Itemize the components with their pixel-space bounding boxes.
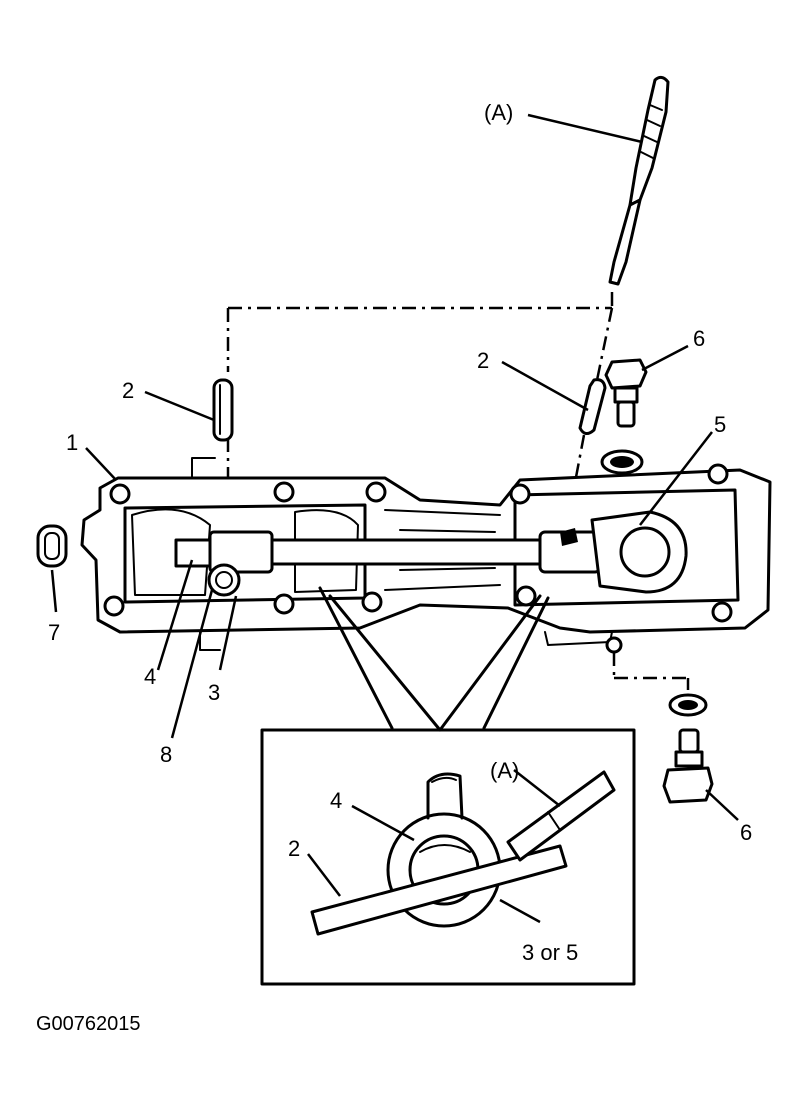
detail-punch bbox=[506, 770, 616, 862]
leader-detail-tool-a bbox=[513, 769, 561, 807]
callout-detail-pin: 2 bbox=[288, 836, 300, 861]
callout-detail-arm: 3 or 5 bbox=[522, 940, 578, 965]
plug-bolt-bottom bbox=[662, 728, 714, 804]
detail-box bbox=[260, 728, 636, 986]
leader-detail-arm bbox=[499, 898, 541, 924]
callout-pivot: 8 bbox=[160, 742, 172, 767]
shift-lever-right bbox=[538, 510, 688, 594]
leader-plug bbox=[50, 569, 58, 613]
callout-pin-left: 2 bbox=[122, 378, 134, 403]
callout-tool-a: (A) bbox=[484, 100, 513, 125]
plug-left bbox=[36, 524, 68, 568]
leader-bolt-bottom bbox=[705, 789, 739, 821]
pin-punch-tool bbox=[608, 75, 670, 286]
leader-yoke-left bbox=[156, 559, 194, 671]
callout-detail-tool-a: (A) bbox=[490, 758, 519, 783]
gasket-top-hole bbox=[610, 456, 634, 468]
leader-pin-left bbox=[144, 390, 215, 422]
leader-detail-pin bbox=[307, 853, 341, 897]
callout-bolt-bottom: 6 bbox=[740, 820, 752, 845]
detail-roll-pin bbox=[310, 844, 568, 936]
callout-bolt-top: 6 bbox=[693, 326, 705, 351]
gasket-top bbox=[600, 449, 644, 475]
leader-tool-a bbox=[527, 113, 643, 144]
callout-detail-yoke: 4 bbox=[330, 788, 342, 813]
leader-bolt-top bbox=[641, 344, 689, 372]
callout-plug: 7 bbox=[48, 620, 60, 645]
callout-arm-left: 3 bbox=[208, 680, 220, 705]
roll-pin-left bbox=[212, 378, 234, 442]
leader-lever-right bbox=[639, 431, 713, 526]
leader-pin-right bbox=[501, 360, 589, 412]
gasket-bottom-hole bbox=[678, 700, 698, 710]
leader-case bbox=[85, 447, 117, 481]
leader-pivot bbox=[170, 589, 214, 739]
callout-pin-right: 2 bbox=[477, 348, 489, 373]
leader-detail-yoke bbox=[351, 804, 415, 842]
plug-bolt-top bbox=[604, 358, 648, 428]
callout-lever-right: 5 bbox=[714, 412, 726, 437]
callout-yoke-left: 4 bbox=[144, 664, 156, 689]
leader-arm-left bbox=[218, 595, 238, 671]
gasket-bottom bbox=[668, 693, 708, 717]
shift-yoke-left bbox=[174, 530, 274, 597]
roll-pin-right bbox=[578, 378, 607, 435]
figure-id: G00762015 bbox=[36, 1013, 141, 1035]
callout-case: 1 bbox=[66, 430, 78, 455]
